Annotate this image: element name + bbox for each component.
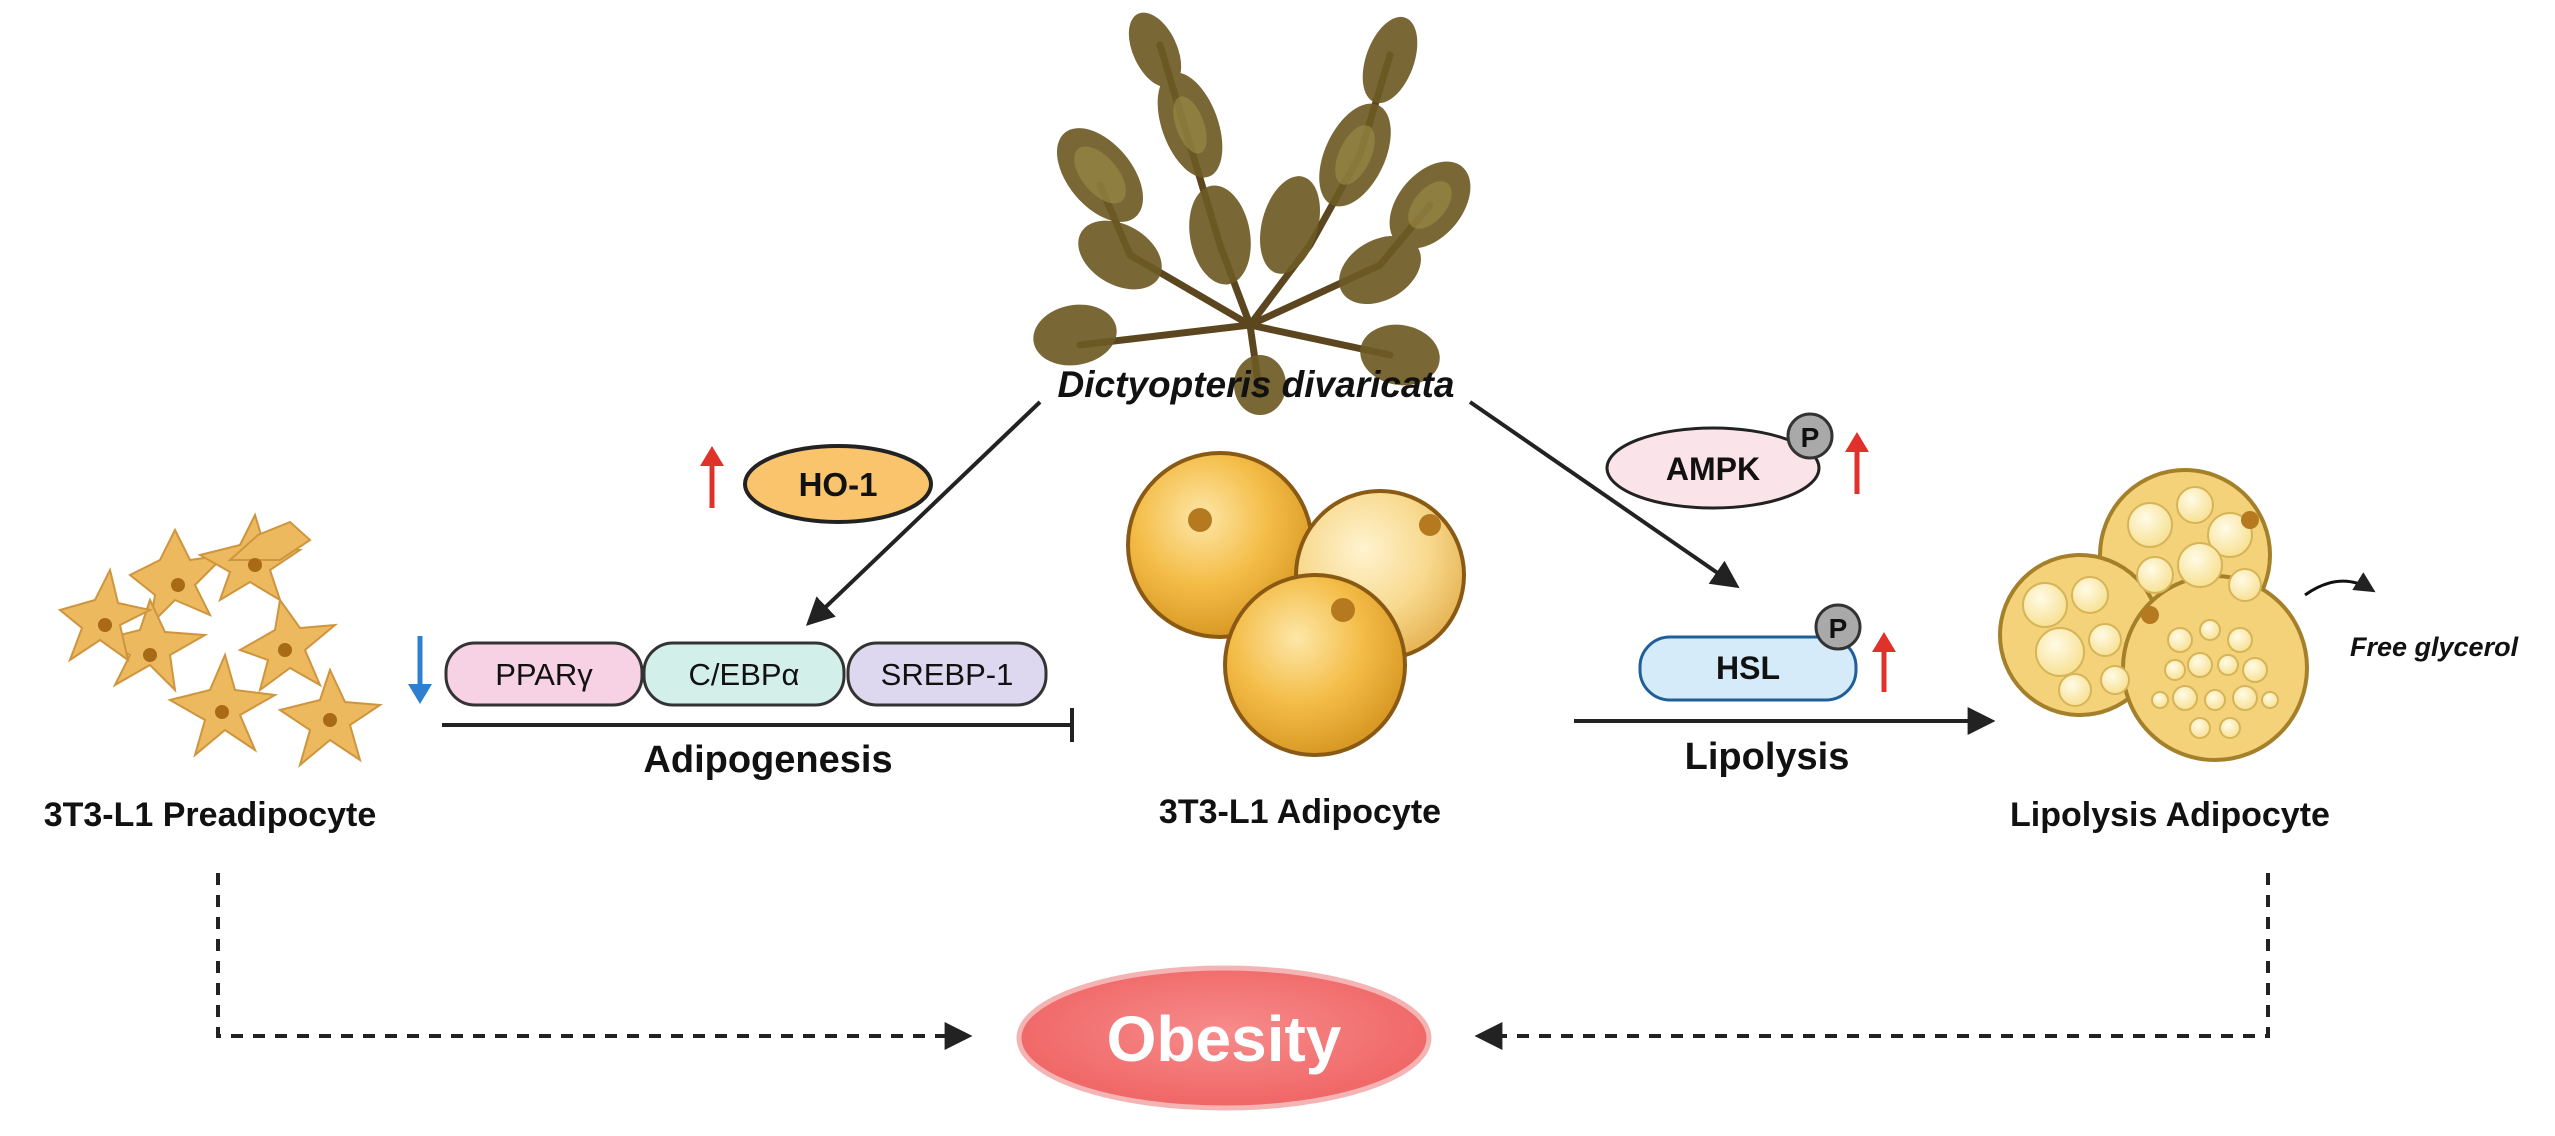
up-arrow-icon xyxy=(700,446,724,508)
srebp1-label: SREBP-1 xyxy=(881,657,1014,692)
hsl-label: HSL xyxy=(1716,650,1780,686)
arrow-to-adipogenesis xyxy=(805,400,1042,626)
pparg-pill xyxy=(444,641,644,707)
up-arrow-icon xyxy=(1872,632,1896,692)
lipolysis-adipocyte-image xyxy=(1998,468,2376,762)
hsl-group: HSL P xyxy=(1638,603,1896,702)
obesity-label: Obesity xyxy=(1107,1003,1342,1075)
up-arrow-icon xyxy=(1845,432,1869,494)
source-label: Dictyopteris divaricata xyxy=(1058,364,1455,405)
ho1-label: HO-1 xyxy=(799,466,878,503)
release-arrow xyxy=(2304,572,2376,597)
ampk-label: AMPK xyxy=(1666,451,1760,487)
free-glycerol-label: Free glycerol xyxy=(2350,632,2519,662)
hsl-phospho-label: P xyxy=(1829,613,1848,644)
dashed-arrow-left xyxy=(216,873,973,1050)
phospho-icon xyxy=(1786,412,1834,460)
obesity-badge xyxy=(1016,965,1432,1111)
arrow-to-hsl xyxy=(1468,400,1740,589)
cebpa-label: C/EBPα xyxy=(689,657,800,692)
ho1-group: HO-1 xyxy=(700,444,933,524)
lipolysis-label: Lipolysis xyxy=(1685,736,1850,778)
down-arrow-icon xyxy=(408,636,432,704)
preadipocyte-label: 3T3-L1 Preadipocyte xyxy=(44,796,377,834)
seaweed-image xyxy=(1033,12,1471,415)
adipocyte-label: 3T3-L1 Adipocyte xyxy=(1159,793,1441,831)
phospho-icon xyxy=(1814,603,1862,651)
preadipocyte-cells-image xyxy=(57,512,383,768)
adipogenic-factors: PPARγ C/EBPα SREBP-1 xyxy=(408,636,1048,707)
adipocyte-cells-image xyxy=(1126,451,1466,757)
ampk-group: AMPK P xyxy=(1605,412,1869,510)
ho1-badge xyxy=(743,444,933,524)
srebp1-pill xyxy=(846,641,1048,707)
adipogenesis-label: Adipogenesis xyxy=(643,739,892,781)
dashed-arrow-right xyxy=(1474,873,2270,1050)
cebpa-pill xyxy=(642,641,846,707)
pparg-label: PPARγ xyxy=(495,657,593,692)
lipolysis-adipocyte-label: Lipolysis Adipocyte xyxy=(2010,796,2330,834)
ampk-phospho-label: P xyxy=(1801,422,1820,453)
ampk-badge xyxy=(1605,426,1821,510)
hsl-pill xyxy=(1638,635,1858,702)
adipogenesis-inhibition-line xyxy=(442,708,1074,742)
